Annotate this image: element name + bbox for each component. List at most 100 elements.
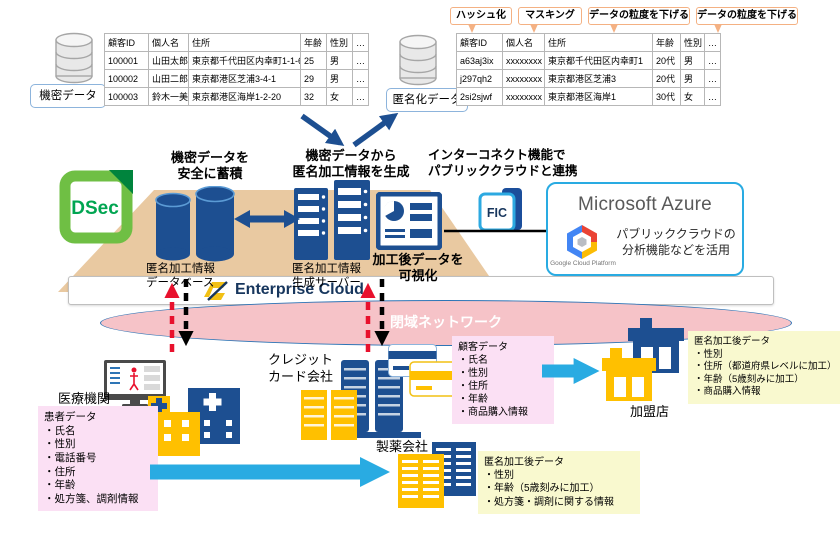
table-row: 100003 鈴木一美 東京都港区海岸1-2-20 32 女 … (104, 87, 369, 106)
arrow-confidential-to-platform (300, 113, 345, 147)
gcp-logo (567, 225, 597, 259)
list-item: ・処方箋、調剤情報 (44, 492, 139, 505)
enterprise-cloud-label: Enterprise Cloud (235, 281, 364, 298)
cell: 東京都港区芝浦3 (544, 69, 653, 88)
caption-line: カード会社 (268, 368, 334, 384)
caption-line: 匿名加工情報を生成 (292, 164, 410, 180)
cell: 20代 (652, 51, 681, 70)
gcp-label: Google Cloud Platform (550, 260, 616, 267)
table-header-row: 顧客ID 個人名 住所 年齢 性別 … (104, 33, 369, 52)
cell: xxxxxxxx (502, 87, 545, 106)
callout-tail (714, 24, 722, 33)
list-item: ・住所 (44, 465, 76, 478)
callout-tail (610, 24, 618, 33)
cell: 男 (680, 69, 705, 88)
store-icon (602, 318, 684, 401)
caption-line: パブリッククラウドと連携 (428, 163, 578, 178)
list-item: ・処方箋・調剤に関する情報 (484, 496, 614, 508)
list-item: ・住所 (458, 381, 488, 392)
cell: 25 (300, 51, 327, 70)
cell: 顧客ID (104, 33, 149, 52)
cell: … (704, 33, 721, 52)
interconnect-caption: インターコネクト機能で パブリッククラウドと連携 (428, 148, 606, 179)
credit-company-label: クレジット カード会社 (268, 352, 333, 386)
anonymized-table: 顧客ID 個人名 住所 年齢 性別 … a63aj3ix xxxxxxxx 東京… (456, 33, 721, 106)
store-securely-caption: 機密データを 安全に蓄積 (150, 150, 270, 183)
database-cylinders-icon (155, 186, 235, 262)
list-item: ・性別 (44, 438, 76, 451)
customer-data-title: 顧客データ (458, 342, 508, 353)
list-item: ・性別 (484, 470, 514, 482)
db-label: 匿名加工情報 データベース (146, 262, 256, 291)
cell: 顧客ID (456, 33, 503, 52)
caption-line: パブリッククラウドの (616, 227, 736, 241)
confidential-table: 顧客ID 個人名 住所 年齢 性別 … 100001 山田太郎 東京都千代田区内… (104, 33, 369, 106)
pharma-data-title: 匿名加工後データ (484, 457, 564, 468)
cell: 2si2sjwf (456, 87, 503, 106)
cell: 女 (326, 87, 353, 106)
caption-line: クレジット (268, 352, 334, 367)
cell: 20代 (652, 69, 681, 88)
cell: … (352, 87, 369, 106)
visualize-caption: 加工後データを 可視化 (368, 252, 468, 285)
database-icon-confidential (55, 32, 93, 84)
cell: 山田二郎 (148, 69, 189, 88)
cell: … (352, 33, 369, 52)
medical-label: 医療機関 (58, 391, 111, 406)
patient-data-box: 患者データ ・氏名 ・性別 ・電話番号 ・住所 ・年齢 ・処方箋、調剤情報 (38, 406, 158, 512)
cell: 東京都港区海岸1-2-20 (188, 87, 301, 106)
cell: … (704, 51, 721, 70)
list-item: ・性別 (694, 348, 723, 360)
pharma-label: 製薬会社 (376, 439, 429, 454)
table-row: a63aj3ix xxxxxxxx 東京都千代田区内幸町1 20代 男 … (456, 51, 721, 70)
svg-text:DSec: DSec (71, 198, 119, 219)
member-store-label: 加盟店 (630, 404, 670, 419)
arrow-platform-to-anonymized (352, 112, 399, 148)
dsec-logo: DSec (59, 170, 133, 244)
cell: 東京都千代田区内幸町1 (544, 51, 653, 70)
anonymized-data-label: 匿名化データ (386, 88, 468, 112)
cell: 東京都千代田区内幸町1-1-6 (188, 51, 301, 70)
caption-line: 生成サーバー (292, 277, 361, 290)
callout-hashing: ハッシュ化 (450, 7, 512, 25)
credit-card-icon (388, 344, 459, 397)
cell: 30代 (652, 87, 681, 106)
caption-line: 匿名加工情報 (146, 263, 215, 275)
list-item: ・電話番号 (44, 451, 97, 464)
cell: 32 (300, 87, 327, 106)
cell: … (704, 69, 721, 88)
cell: 100002 (104, 69, 149, 88)
cell: j297qh2 (456, 69, 503, 88)
cell: 男 (680, 51, 705, 70)
closed-network-label: 閉域ネットワーク (390, 314, 502, 330)
cell: a63aj3ix (456, 51, 503, 70)
caption-line: 匿名加工情報 (292, 263, 361, 275)
public-cloud-box: Microsoft Azure Google Cloud Platform パブ… (546, 182, 744, 276)
cell: 男 (326, 69, 353, 88)
callout-tail (530, 24, 538, 33)
caption-line: 可視化 (398, 268, 438, 284)
cell: 年齢 (300, 33, 327, 52)
callout-granularity-1: データの粒度を下げる (588, 7, 690, 25)
customer-data-box: 顧客データ ・氏名 ・性別 ・住所 ・年齢 ・商品購入情報 (452, 336, 554, 424)
cell: 29 (300, 69, 327, 88)
cell: 鈴木一美 (148, 87, 189, 106)
list-item: ・商品購入情報 (458, 407, 528, 418)
cell: 女 (680, 87, 705, 106)
svg-text:FIC: FIC (487, 206, 507, 220)
server-label: 匿名加工情報 生成サーバー (292, 262, 387, 291)
cell: 東京都港区芝浦3-4-1 (188, 69, 301, 88)
cell: 年齢 (652, 33, 681, 52)
list-item: ・氏名 (44, 424, 76, 437)
caption-line: 加工後データを (372, 252, 464, 267)
cell: 個人名 (148, 33, 189, 52)
closed-network-ellipse: 閉域ネットワーク (100, 300, 792, 346)
list-item: ・性別 (458, 368, 488, 379)
cell: xxxxxxxx (502, 51, 545, 70)
table-row: j297qh2 xxxxxxxx 東京都港区芝浦3 20代 男 … (456, 69, 721, 88)
table-header-row: 顧客ID 個人名 住所 年齢 性別 … (456, 33, 721, 52)
generate-caption: 機密データから 匿名加工情報を生成 (276, 148, 426, 181)
list-item: ・年齢 (458, 394, 488, 405)
cell: … (704, 87, 721, 106)
